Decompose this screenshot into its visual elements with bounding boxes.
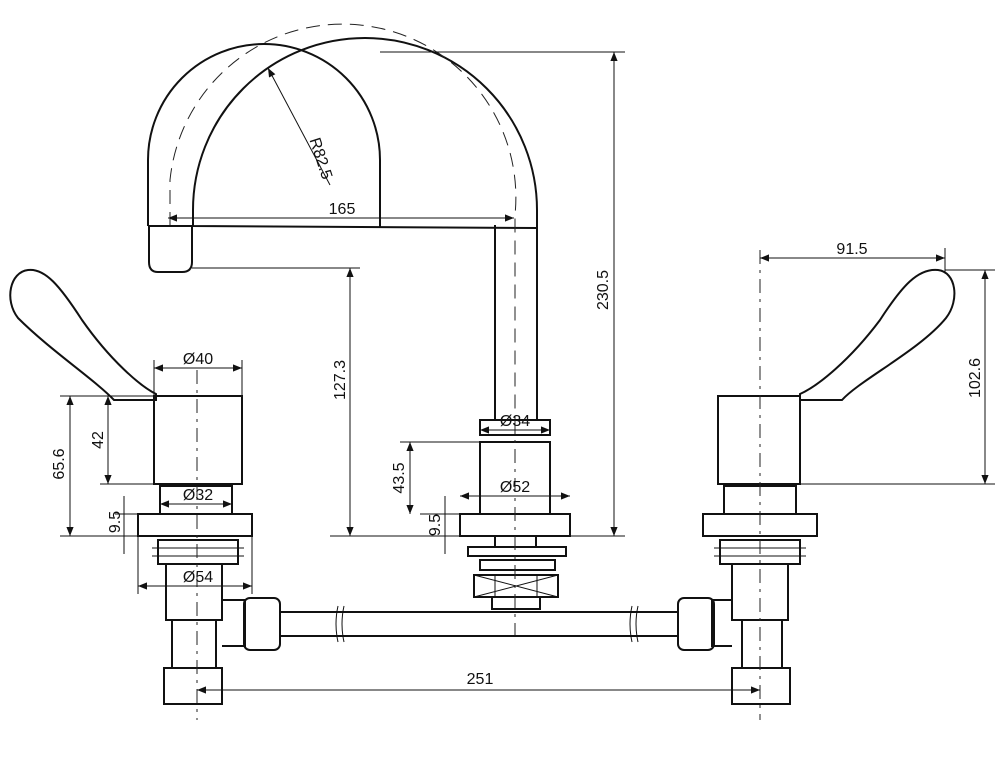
dim-spout-top-label: Ø34	[500, 413, 530, 430]
dimensions: R82.5 165 230.5 127.3 Ø34 Ø52 43.5 9.5 Ø…	[51, 51, 995, 694]
spout-body	[459, 419, 571, 640]
dim-outlet-label: 127.3	[332, 360, 349, 400]
left-nut-lines	[152, 547, 244, 557]
left-valve	[9, 268, 281, 720]
dim-right-lever-label: 102.6	[967, 358, 984, 398]
dim-left-sleeve-label: Ø32	[183, 487, 213, 504]
left-lever-handle	[9, 268, 157, 401]
left-nut	[157, 539, 239, 565]
spout-outline	[147, 37, 538, 230]
dim-spout-flange-label: Ø52	[500, 479, 530, 496]
spout-washer	[467, 546, 567, 557]
right-union-nut	[677, 597, 715, 651]
dim-spout-flange-h-label: 9.5	[427, 514, 444, 536]
dim-right-reach-label: 91.5	[836, 241, 867, 258]
spout	[147, 23, 538, 430]
dim-left-nut-label: Ø54	[183, 569, 213, 586]
dim-radius-label: R82.5	[306, 136, 335, 182]
right-handle-body	[717, 395, 801, 485]
dim-left-handle-h-label: 42	[90, 431, 107, 449]
spout-locknut-hatch	[473, 574, 559, 598]
pipe-breaks	[335, 605, 639, 643]
left-inlet-nut	[163, 667, 223, 705]
spout-tail	[491, 596, 541, 610]
spout-washer-2	[479, 559, 556, 571]
spout-centreline	[169, 23, 517, 430]
right-elbow	[711, 599, 732, 647]
dim-left-handle-label: Ø40	[183, 351, 213, 368]
spout-outlet	[148, 225, 193, 273]
right-lever-handle	[799, 268, 956, 401]
left-handle-body	[153, 395, 243, 485]
dim-reach-label: 165	[329, 201, 356, 218]
dim-radius-line	[267, 67, 331, 186]
dim-centres-label: 251	[467, 671, 494, 688]
right-inlet-nut	[731, 667, 791, 705]
left-flange	[137, 513, 253, 537]
left-elbow	[222, 599, 246, 647]
left-union-nut	[243, 597, 281, 651]
dim-left-overall-label: 65.6	[51, 448, 68, 479]
dim-left-flange-label: 9.5	[107, 511, 124, 533]
dim-spout-body-label: 43.5	[391, 462, 408, 493]
right-valve	[677, 250, 956, 720]
dim-height-label: 230.5	[595, 270, 612, 310]
connecting-pipe	[280, 605, 678, 643]
